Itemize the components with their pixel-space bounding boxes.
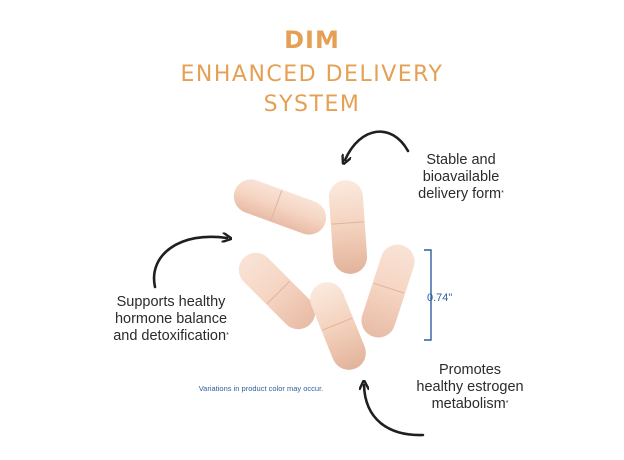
label-line: Promotes <box>438 362 502 378</box>
arrow-left-icon <box>152 237 227 289</box>
subtitle-line-2: SYSTEM <box>263 92 361 117</box>
capsule <box>361 244 415 338</box>
label-line: and detoxification <box>113 328 227 344</box>
product-title: DIM <box>284 26 340 54</box>
asterisk-mark: * <box>501 190 504 197</box>
label-line: Stable and <box>426 152 496 168</box>
capsule <box>310 282 366 370</box>
benefit-label-hormone: Supports healthy hormone balance and det… <box>96 294 246 345</box>
label-line: hormone balance <box>114 311 228 327</box>
label-line: bioavailable <box>422 169 500 185</box>
arrow-bottom-right-icon <box>364 385 425 437</box>
label-line: healthy estrogen <box>416 379 524 395</box>
asterisk-mark: * <box>226 332 229 339</box>
label-line: Supports healthy <box>116 294 226 310</box>
color-disclaimer: Variations in product color may occur. <box>198 384 324 393</box>
benefit-label-estrogen: Promotes healthy estrogen metabolism* <box>400 362 540 413</box>
capsule <box>328 180 368 274</box>
asterisk-mark: * <box>505 400 509 407</box>
capsule <box>238 252 316 330</box>
capsule-size-label: 0.74" <box>427 292 453 304</box>
label-line: metabolism <box>431 396 506 412</box>
benefit-label-stable: Stable and bioavailable delivery form* <box>396 152 526 203</box>
capsule <box>233 179 327 235</box>
arrow-top-right-icon <box>345 130 410 160</box>
measurement-bracket <box>424 249 432 341</box>
subtitle-line-1: ENHANCED DELIVERY <box>180 62 444 87</box>
label-line: delivery form <box>418 186 502 202</box>
